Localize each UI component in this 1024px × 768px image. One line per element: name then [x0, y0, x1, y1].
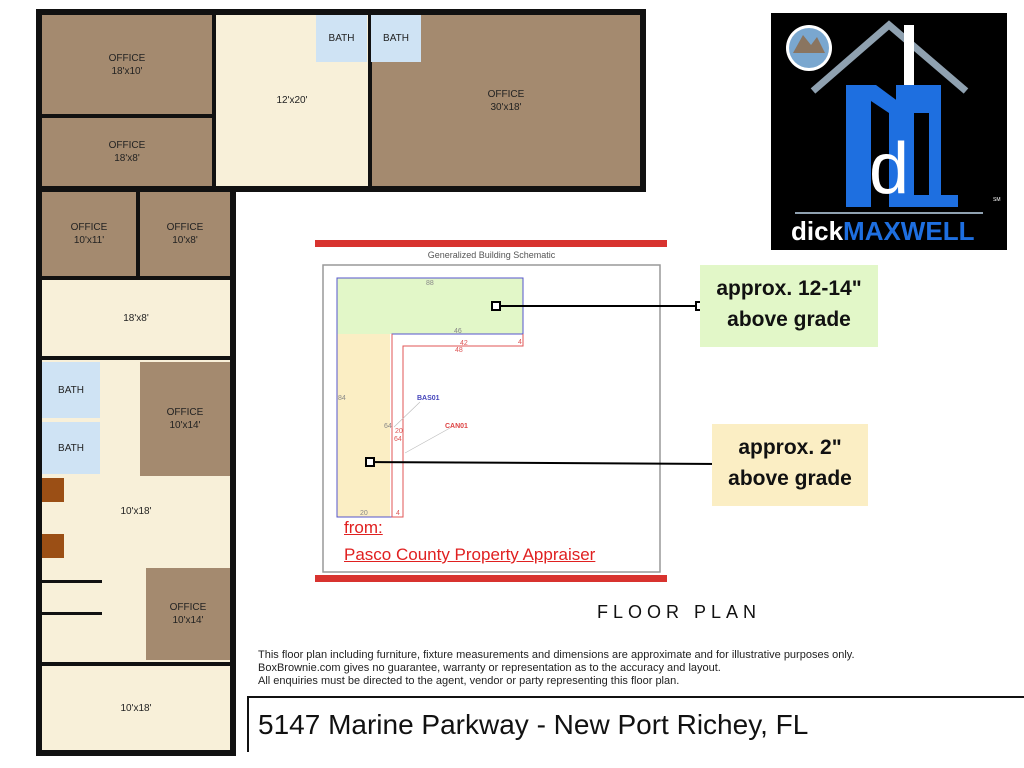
dim-label: 48 — [455, 347, 463, 354]
dim-label: 64 — [384, 423, 392, 430]
schematic-title: Generalized Building Schematic — [427, 250, 556, 260]
room-name: OFFICE — [166, 407, 204, 418]
room-size: 10'x14' — [169, 420, 201, 431]
annotation-line: approx. 2" — [738, 436, 842, 459]
room-bath: BATH — [371, 15, 421, 62]
room-size: 10'x18' — [120, 505, 152, 517]
room-size: 10'x8' — [172, 235, 198, 246]
dim-label: 20 — [360, 510, 368, 517]
room-bath: BATH — [42, 362, 100, 418]
room-size: 10'x11' — [73, 235, 105, 246]
dim-label: 4 — [518, 339, 522, 346]
room-name: BATH — [328, 33, 355, 44]
disclaimer-line: All enquiries must be directed to the ag… — [258, 675, 680, 687]
room-size: 18'x8' — [114, 153, 140, 164]
wall — [42, 612, 102, 615]
room-office: OFFICE 10'x14' — [140, 362, 230, 476]
leader-line-lower — [369, 461, 721, 465]
room-office: OFFICE 18'x8' — [42, 118, 212, 186]
room-size: 10'x18' — [120, 702, 152, 714]
room-name: BATH — [58, 442, 84, 454]
room-name: OFFICE — [169, 602, 207, 613]
logo-mark: SM — [993, 197, 1001, 203]
room-name: OFFICE — [108, 140, 146, 151]
divider — [247, 696, 249, 752]
annotation-line: above grade — [728, 467, 852, 490]
address: 5147 Marine Parkway - New Port Richey, F… — [258, 709, 809, 740]
room-office: OFFICE 10'x11' — [42, 192, 136, 276]
floor-plan-label: FLOOR PLAN — [597, 602, 762, 622]
annotation-line: approx. 12-14" — [716, 277, 862, 300]
room-size: 30'x18' — [490, 101, 522, 113]
annotation-lower: approx. 2" above grade — [712, 424, 868, 506]
room-hall: 10'x18' — [42, 666, 230, 750]
logo-first-name: dick — [791, 216, 844, 246]
dim-label: 88 — [426, 280, 434, 287]
dim-label: 84 — [338, 395, 346, 402]
dim-label: 20 — [395, 428, 403, 435]
logo: d SM dickMAXWELL — [771, 13, 1007, 250]
room-name: BATH — [58, 384, 84, 396]
room-name: BATH — [383, 33, 409, 44]
room-name: OFFICE — [166, 222, 204, 233]
room-size: 18'x8' — [123, 312, 149, 324]
room-bath: BATH — [42, 422, 100, 474]
red-bar-top — [315, 240, 667, 247]
room-office: OFFICE 10'x14' — [146, 568, 230, 660]
disclaimer-line: This floor plan including furniture, fix… — [258, 649, 855, 661]
closet — [42, 534, 64, 558]
svg-text:d: d — [869, 129, 909, 209]
lower-area — [337, 334, 390, 517]
closet — [42, 478, 64, 502]
source-link[interactable]: Pasco County Property Appraiser — [344, 545, 596, 564]
dim-label: 42 — [460, 340, 468, 347]
annotation-upper: approx. 12-14" above grade — [700, 265, 878, 347]
divider — [247, 696, 1024, 698]
disclaimer-line: BoxBrownie.com gives no guarantee, warra… — [258, 662, 721, 674]
dim-label: 64 — [394, 436, 402, 443]
dim-label: 46 — [454, 328, 462, 335]
source-prefix: from: — [344, 518, 383, 537]
room-office: OFFICE 10'x8' — [140, 192, 230, 276]
room-size: 12'x20' — [276, 95, 308, 106]
room-name: OFFICE — [487, 88, 525, 100]
can-label: CAN01 — [445, 423, 468, 430]
wall — [42, 580, 102, 583]
room-bath: BATH — [316, 15, 367, 62]
bas-label: BAS01 — [417, 395, 440, 402]
red-bar-bottom — [315, 575, 667, 582]
can-outline — [391, 334, 524, 518]
room-name: OFFICE — [70, 222, 108, 233]
room-size: 18'x10' — [111, 65, 143, 77]
dim-label: 4 — [396, 510, 400, 517]
room-name: OFFICE — [108, 52, 146, 64]
annotation-line: above grade — [727, 308, 851, 331]
room-hall: 18'x8' — [42, 280, 230, 356]
room-size: 10'x14' — [172, 615, 204, 626]
logo-last-name: MAXWELL — [843, 216, 975, 246]
